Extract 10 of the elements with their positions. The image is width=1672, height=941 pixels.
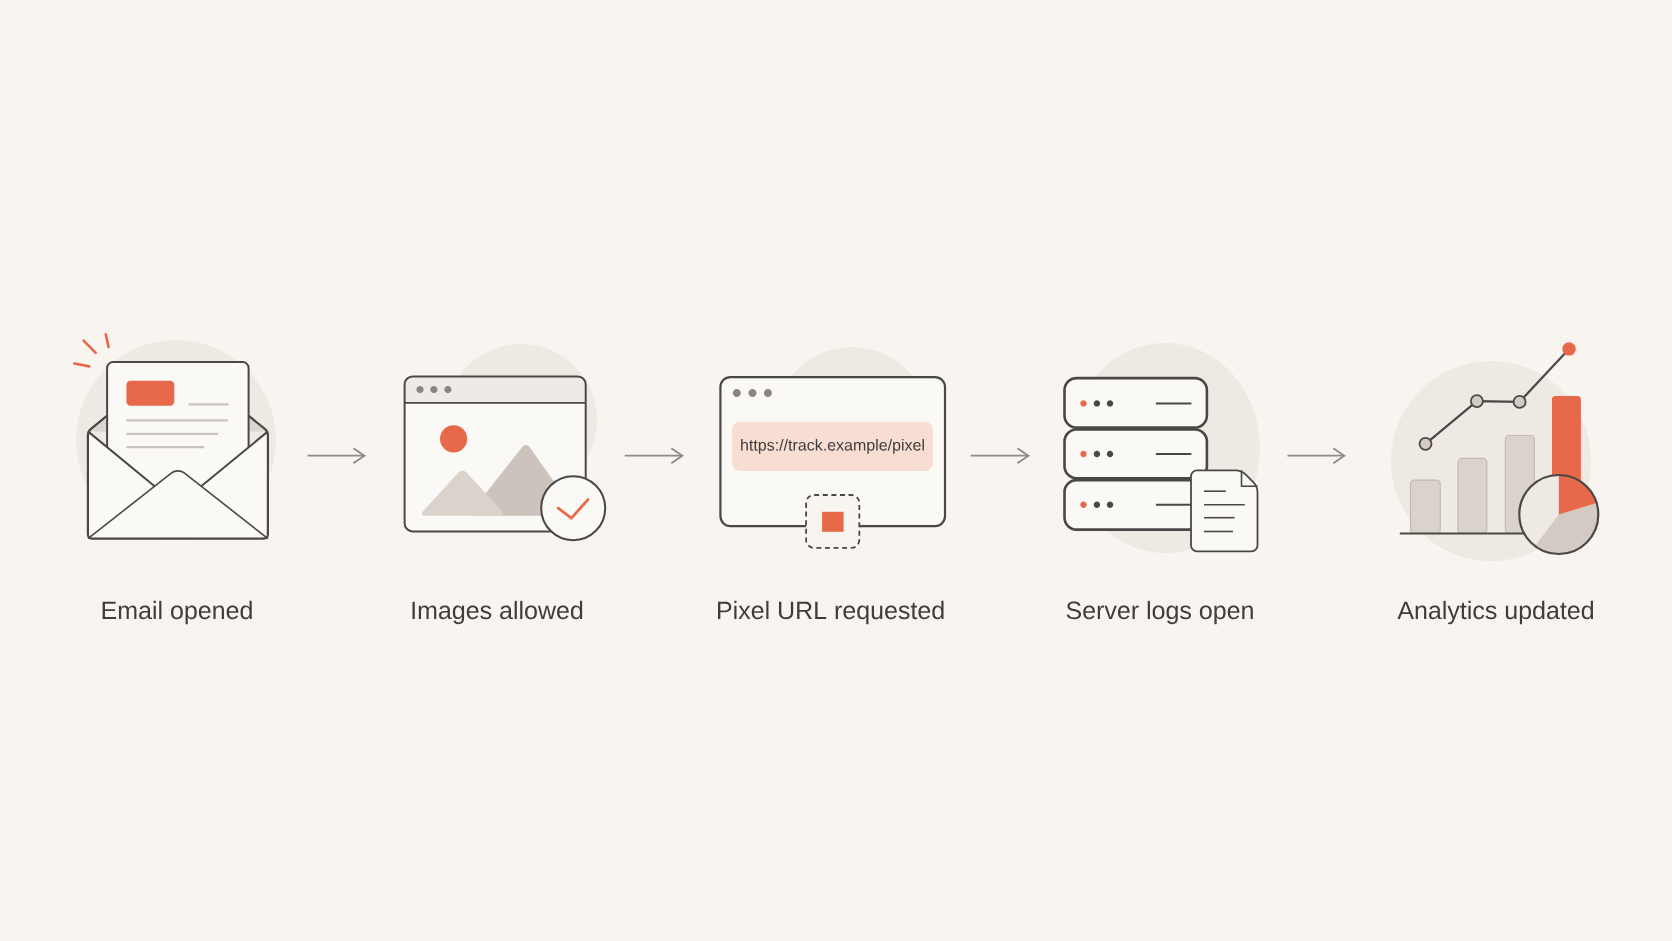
step-caption: Pixel URL requested [718,600,944,625]
arrow [306,447,366,465]
step-caption: Email opened [102,600,252,625]
arrow [969,447,1030,465]
arrow [623,447,684,465]
arrow [1286,447,1346,465]
step-caption: Images allowed [412,600,583,625]
url-bar: https://track.example/pixel [732,421,933,472]
step-caption: Analytics updated [1397,600,1594,625]
step-caption: Server logs open [1066,600,1253,625]
